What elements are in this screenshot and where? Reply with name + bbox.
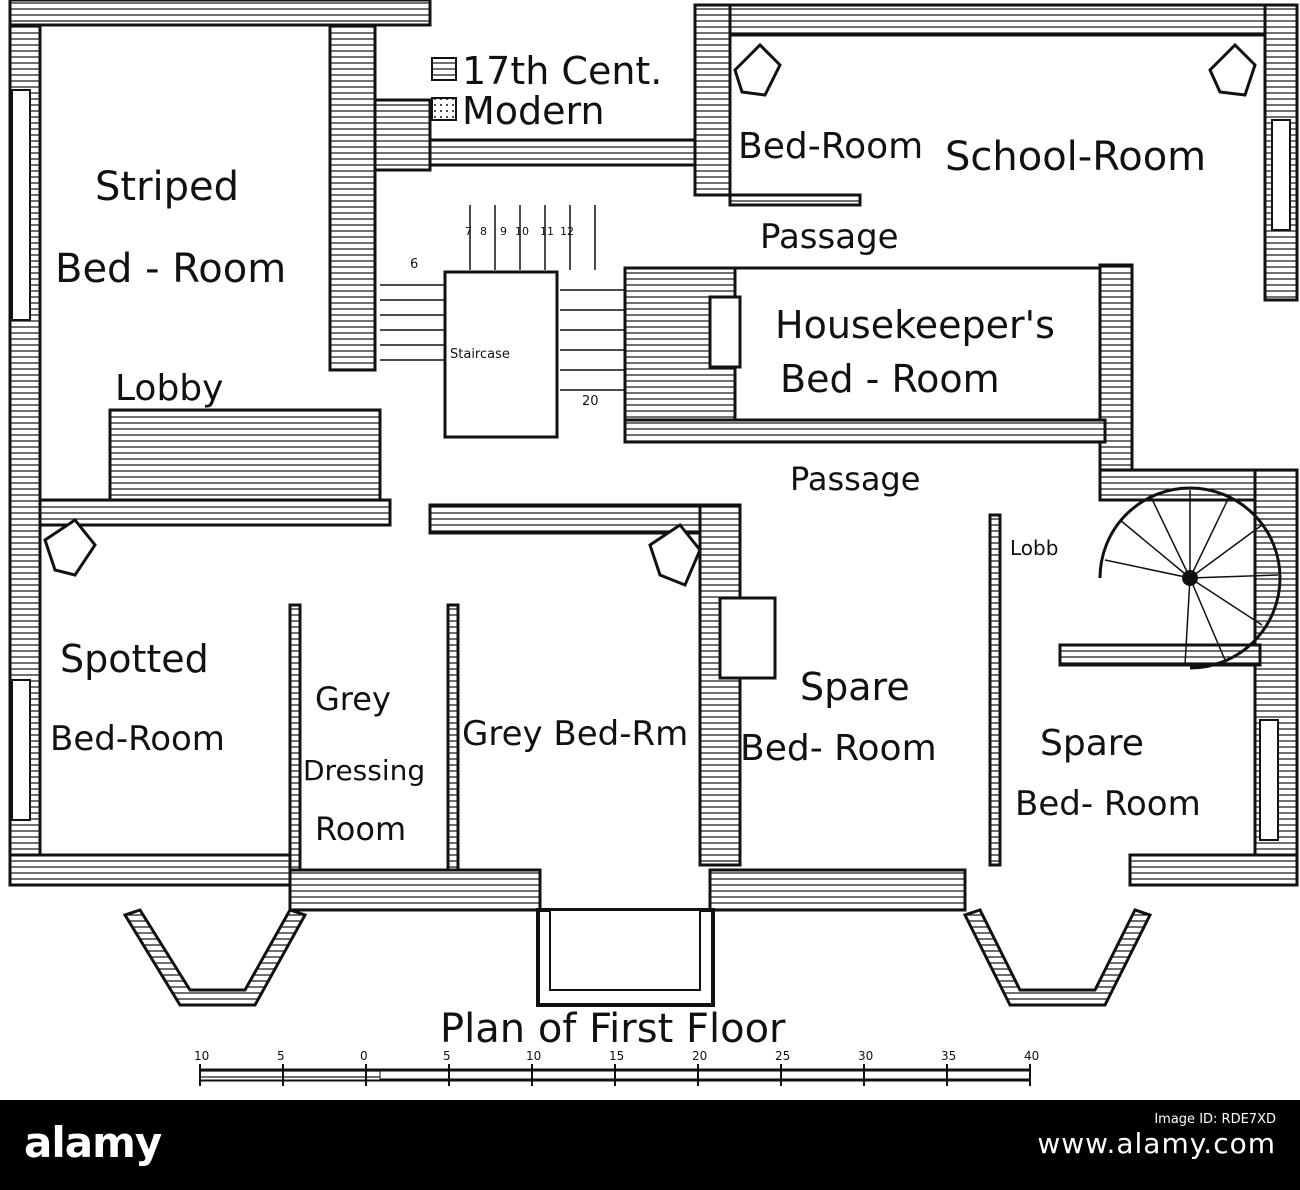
scale-bar: 10 5 0 5 10 15 20 25 30 35 40 xyxy=(194,1049,1039,1086)
stair-number: 7 xyxy=(465,225,472,238)
passage-middle-label: Passage xyxy=(790,460,920,498)
school-room-label: School-Room xyxy=(945,134,1206,180)
scale-tick-label: 15 xyxy=(609,1049,624,1063)
stock-id-block: Image ID: RDE7XD www.alamy.com xyxy=(1037,1112,1276,1160)
watermark-banner: alamy Image ID: RDE7XD www.alamy.com xyxy=(0,1100,1300,1190)
spiral-stair xyxy=(1098,486,1282,670)
stair-number: 9 xyxy=(500,225,507,238)
scale-tick-label: 20 xyxy=(692,1049,707,1063)
stair-treads xyxy=(380,205,625,391)
stair-number: 12 xyxy=(560,225,574,238)
legend-modern-swatch xyxy=(431,97,457,121)
grey-dressing-label-2: Dressing xyxy=(303,754,425,787)
legend-modern-label: Modern xyxy=(462,89,605,133)
corner-fireplaces xyxy=(43,42,1257,587)
scale-tick-label: 35 xyxy=(941,1049,956,1063)
lobby-right-label: Lobb xyxy=(1010,536,1058,560)
striped-room-label-2: Bed - Room xyxy=(55,246,286,292)
room-labels: Striped Bed - Room Bed-Room School-Room … xyxy=(50,126,1206,848)
scale-tick-label: 5 xyxy=(277,1049,285,1063)
stair-numbers: 6 7 8 9 10 11 12 20 xyxy=(410,225,599,409)
scale-tick-label: 5 xyxy=(443,1049,451,1063)
brand-logo: alamy xyxy=(24,1118,162,1167)
staircase-label: Staircase xyxy=(450,347,510,362)
stock-url: www.alamy.com xyxy=(1037,1127,1276,1160)
scale-tick-label: 10 xyxy=(194,1049,209,1063)
stair-number: 10 xyxy=(515,225,529,238)
legend-17th-label: 17th Cent. xyxy=(462,49,662,93)
stair-number: 20 xyxy=(582,394,599,409)
stair-number: 8 xyxy=(480,225,487,238)
legend: 17th Cent. Modern xyxy=(431,49,662,133)
grey-bed-room-label: Grey Bed-Rm xyxy=(462,714,688,754)
spare-mid-label-1: Spare xyxy=(800,665,910,709)
striped-room-label-1: Striped xyxy=(95,164,239,210)
bed-room-small-label: Bed-Room xyxy=(738,126,923,167)
plan-caption: Plan of First Floor xyxy=(440,1006,786,1052)
spotted-room-label-2: Bed-Room xyxy=(50,719,225,759)
interior-walls xyxy=(38,23,1262,872)
spare-mid-label-2: Bed- Room xyxy=(740,728,937,769)
scale-tick-label: 0 xyxy=(360,1049,368,1063)
lobby-left-label: Lobby xyxy=(115,368,223,409)
left-windows xyxy=(11,89,1291,841)
grey-dressing-label-3: Room xyxy=(315,810,406,848)
grey-dressing-label-1: Grey xyxy=(315,680,391,718)
bay-windows xyxy=(122,908,1153,1007)
spare-right-label-1: Spare xyxy=(1040,723,1144,764)
floor-plan-diagram: 17th Cent. Modern Striped Bed - Room Bed… xyxy=(8,0,1299,1086)
passage-upper-label: Passage xyxy=(760,217,899,257)
stair-number: 11 xyxy=(540,225,554,238)
housekeeper-label-1: Housekeeper's xyxy=(775,303,1055,347)
scale-tick-label: 40 xyxy=(1024,1049,1039,1063)
stair-number: 6 xyxy=(410,257,418,272)
spare-right-label-2: Bed- Room xyxy=(1015,784,1201,824)
scale-tick-label: 25 xyxy=(775,1049,790,1063)
scale-tick-label: 10 xyxy=(526,1049,541,1063)
legend-17th-swatch xyxy=(431,57,457,81)
stock-id-label: Image ID: RDE7XD xyxy=(1154,1112,1276,1127)
floor-plan-svg: 17th Cent. Modern Striped Bed - Room Bed… xyxy=(8,0,1299,1086)
housekeeper-label-2: Bed - Room xyxy=(780,357,1000,401)
scale-tick-label: 30 xyxy=(858,1049,873,1063)
spotted-room-label-1: Spotted xyxy=(60,637,209,681)
